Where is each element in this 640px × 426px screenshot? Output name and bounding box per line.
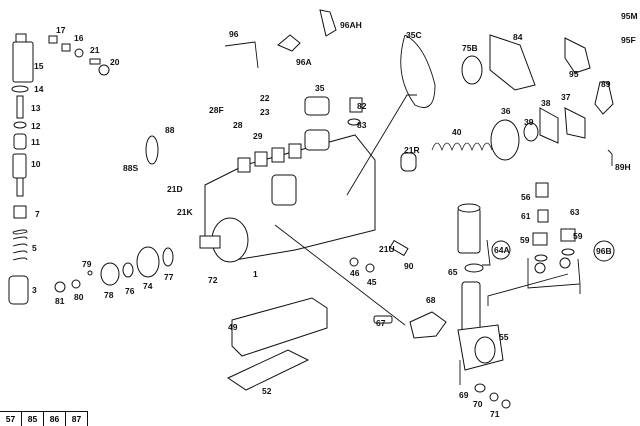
part-label: 21K bbox=[177, 207, 193, 217]
part-label: 46 bbox=[350, 268, 360, 278]
part-label: 90 bbox=[404, 261, 414, 271]
table-cell: 57 bbox=[0, 412, 22, 426]
part-label: 63 bbox=[570, 207, 580, 217]
part-label: 89 bbox=[601, 79, 611, 89]
part-label: 13 bbox=[31, 103, 41, 113]
part-label: 88S bbox=[123, 163, 138, 173]
part-label: 65 bbox=[448, 267, 458, 277]
part-label: 5 bbox=[32, 243, 37, 253]
part-label: 39 bbox=[524, 117, 534, 127]
part-label: 23 bbox=[260, 107, 270, 117]
governor-parts bbox=[347, 34, 614, 172]
part-label: 88 bbox=[165, 125, 175, 135]
table-cell: 86 bbox=[44, 412, 66, 426]
part-label: 38 bbox=[541, 98, 551, 108]
part-label: 45 bbox=[367, 277, 377, 287]
part-label: 67 bbox=[376, 318, 386, 328]
part-label: 72 bbox=[208, 275, 218, 285]
small-parts bbox=[48, 9, 436, 165]
part-label: 95M bbox=[621, 11, 638, 21]
table-cell: 85 bbox=[22, 412, 44, 426]
part-label: 96B bbox=[596, 246, 612, 256]
part-label: 61 bbox=[521, 211, 531, 221]
part-label: 81 bbox=[55, 296, 65, 306]
part-label: 96 bbox=[229, 29, 239, 39]
part-label: 74 bbox=[143, 281, 153, 291]
part-label: 36 bbox=[501, 106, 511, 116]
part-label: 59 bbox=[573, 231, 583, 241]
part-label: 79 bbox=[82, 259, 92, 269]
part-number-labels: 17 16 21 20 15 14 13 12 11 10 7 5 3 96 9… bbox=[31, 11, 638, 419]
part-label: 49 bbox=[228, 322, 238, 332]
part-label: 21 bbox=[90, 45, 100, 55]
part-label: 71 bbox=[490, 409, 500, 419]
part-label: 28 bbox=[233, 120, 243, 130]
part-label: 20 bbox=[110, 57, 120, 67]
injector-stack bbox=[8, 33, 34, 305]
part-label: 64A bbox=[494, 245, 510, 255]
part-label: 14 bbox=[34, 84, 44, 94]
part-label: 96AH bbox=[340, 20, 362, 30]
table-cell: 87 bbox=[66, 412, 88, 426]
part-label: 3 bbox=[32, 285, 37, 295]
part-label: 1 bbox=[253, 269, 258, 279]
part-label: 78 bbox=[104, 290, 114, 300]
part-label: 75B bbox=[462, 43, 478, 53]
part-label: 82 bbox=[357, 101, 367, 111]
part-label: 95 bbox=[569, 69, 579, 79]
part-label: 55 bbox=[499, 332, 509, 342]
part-label: 16 bbox=[74, 33, 84, 43]
part-label: 21R bbox=[404, 145, 420, 155]
pump-housing bbox=[199, 94, 417, 326]
part-label: 35C bbox=[406, 30, 422, 40]
part-label: 68 bbox=[426, 295, 436, 305]
reference-table: 57 85 86 87 bbox=[0, 411, 88, 426]
part-label: 77 bbox=[164, 272, 174, 282]
part-label: 22 bbox=[260, 93, 270, 103]
part-label: 76 bbox=[125, 286, 135, 296]
part-label: 11 bbox=[31, 137, 40, 147]
part-label: 52 bbox=[262, 386, 272, 396]
part-label: 21D bbox=[167, 184, 183, 194]
part-label: 12 bbox=[31, 121, 41, 131]
part-label: 56 bbox=[521, 192, 531, 202]
part-label: 80 bbox=[74, 292, 84, 302]
part-label: 59 bbox=[520, 235, 530, 245]
part-label: 35 bbox=[315, 83, 325, 93]
part-label: 89H bbox=[615, 162, 631, 172]
part-label: 37 bbox=[561, 92, 571, 102]
part-label: 28F bbox=[209, 105, 224, 115]
part-label: 95F bbox=[621, 35, 636, 45]
part-label: 84 bbox=[513, 32, 523, 42]
drive-shaft-parts bbox=[54, 246, 174, 293]
part-label: 40 bbox=[452, 127, 462, 137]
part-label: 96A bbox=[296, 57, 312, 67]
part-label: 15 bbox=[34, 61, 44, 71]
part-label: 83 bbox=[357, 120, 367, 130]
part-label: 7 bbox=[35, 209, 40, 219]
part-label: 10 bbox=[31, 159, 41, 169]
part-label: 70 bbox=[473, 399, 483, 409]
feed-pump-parts bbox=[226, 182, 615, 409]
part-label: 69 bbox=[459, 390, 469, 400]
part-label: 29 bbox=[253, 131, 263, 141]
part-label: 17 bbox=[56, 25, 66, 35]
part-label: 21U bbox=[379, 244, 395, 254]
